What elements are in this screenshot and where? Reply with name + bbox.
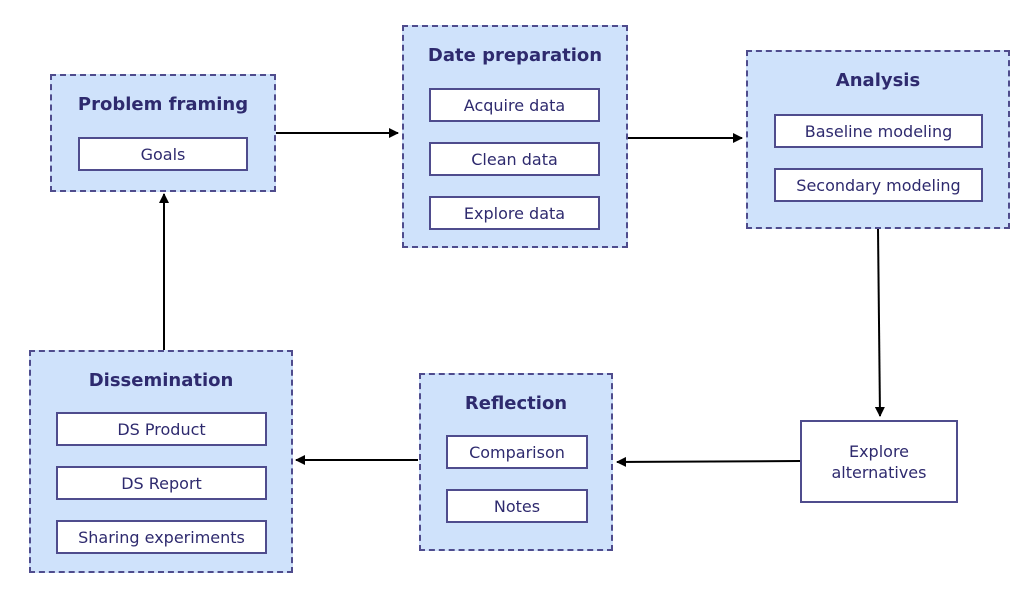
secondary-modeling-box: Secondary modeling bbox=[774, 168, 983, 202]
reflection-group: Reflection Comparison Notes bbox=[419, 373, 613, 551]
notes-box: Notes bbox=[446, 489, 588, 523]
ds-report-box: DS Report bbox=[56, 466, 267, 500]
data-preparation-group: Date preparation Acquire data Clean data… bbox=[402, 25, 628, 248]
dissemination-group: Dissemination DS Product DS Report Shari… bbox=[29, 350, 293, 573]
arrow-explore-to-reflection bbox=[616, 456, 801, 467]
analysis-title: Analysis bbox=[835, 70, 921, 91]
clean-data-box: Clean data bbox=[429, 142, 600, 176]
arrow-analysis-to-explore bbox=[874, 228, 885, 417]
analysis-group: Analysis Baseline modeling Secondary mod… bbox=[746, 50, 1010, 229]
dissemination-title: Dissemination bbox=[88, 370, 234, 391]
explore-data-box: Explore data bbox=[429, 196, 600, 230]
data-preparation-title: Date preparation bbox=[427, 45, 603, 66]
comparison-box: Comparison bbox=[446, 435, 588, 469]
problem-framing-group: Problem framing Goals bbox=[50, 74, 276, 192]
reflection-title: Reflection bbox=[464, 393, 568, 414]
ds-product-box: DS Product bbox=[56, 412, 267, 446]
problem-framing-title: Problem framing bbox=[77, 94, 249, 115]
baseline-modeling-box: Baseline modeling bbox=[774, 114, 983, 148]
goals-box: Goals bbox=[78, 137, 248, 171]
explore-alternatives-box: Explore alternatives bbox=[800, 420, 958, 503]
sharing-experiments-box: Sharing experiments bbox=[56, 520, 267, 554]
acquire-data-box: Acquire data bbox=[429, 88, 600, 122]
